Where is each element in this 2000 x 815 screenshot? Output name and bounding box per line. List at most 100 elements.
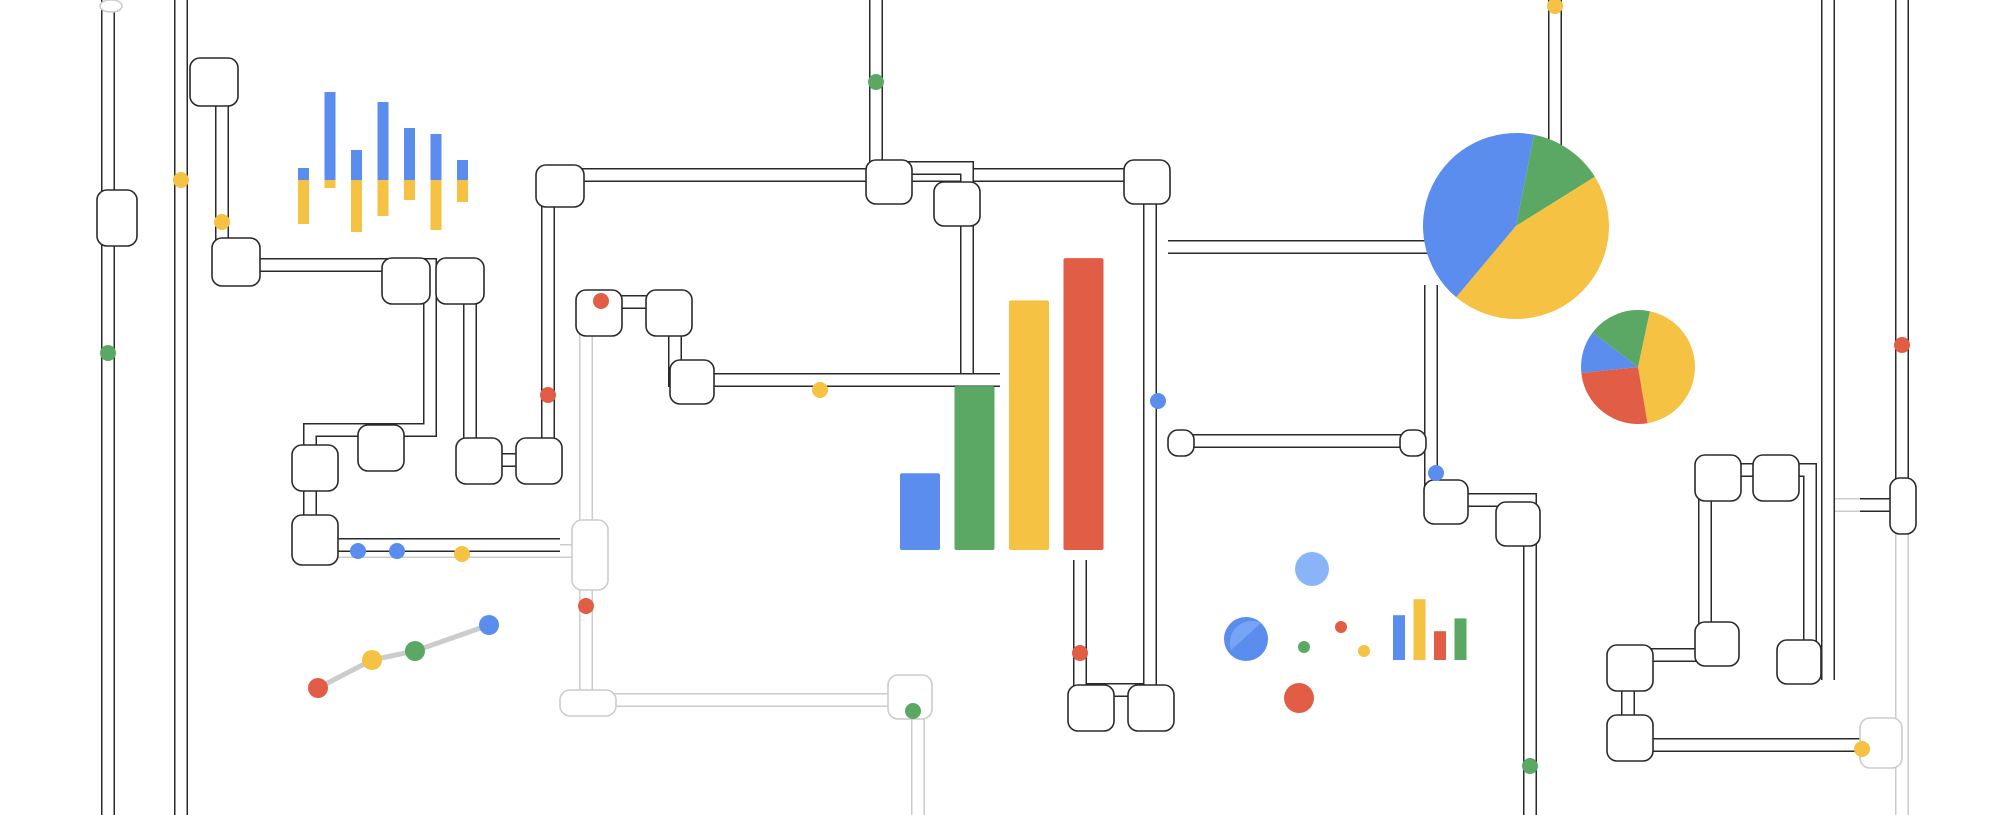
tall-bar — [1063, 258, 1104, 550]
pipe-dot — [812, 382, 828, 398]
pipe-elbow-light — [559, 689, 617, 717]
dark-pipe-core — [610, 296, 1000, 386]
pipe-elbow — [1694, 454, 1742, 502]
pipe-dot — [173, 172, 189, 188]
mini-bar-chart — [1393, 599, 1467, 660]
line-point — [479, 615, 499, 635]
pipe-elbow — [933, 181, 981, 227]
pipe-dot — [454, 546, 470, 562]
pipe-dot — [1522, 758, 1538, 774]
diverging-bar-up — [430, 134, 442, 180]
pipe-elbow — [1123, 159, 1171, 205]
line-chart — [308, 615, 499, 698]
dark-pipe-core — [1425, 285, 1536, 815]
dot-cluster — [1224, 552, 1370, 713]
pipe-dot — [1854, 741, 1870, 757]
pipe-elbow — [291, 514, 339, 566]
tall-bar — [900, 473, 940, 550]
small-pie-chart — [1581, 310, 1695, 425]
pipe-elbow — [455, 437, 503, 485]
pipe-dot — [214, 214, 230, 230]
pipe-elbow — [535, 164, 585, 208]
mini-bar — [1434, 631, 1446, 660]
light-pipe-core — [580, 302, 924, 815]
pipe-elbow — [1776, 639, 1822, 685]
pie-slice — [1581, 332, 1638, 373]
diverging-bar-down — [430, 180, 442, 230]
tall-bar — [954, 386, 995, 550]
pipe-dot — [868, 74, 884, 90]
pipe-elbow — [1127, 684, 1175, 732]
mini-bar — [1393, 615, 1405, 660]
pipe-dot — [1894, 337, 1910, 353]
pipe-dot — [578, 598, 594, 614]
pipe-elbow — [1752, 454, 1800, 502]
pipe-elbow — [865, 159, 913, 205]
pipe-elbow — [381, 257, 431, 305]
line-series — [316, 622, 490, 691]
pipe-dot — [540, 387, 556, 403]
pipe-elbow — [189, 57, 239, 107]
pipe-elbow-light — [571, 519, 609, 591]
tall-bar — [1009, 300, 1049, 550]
pipe-dot — [593, 293, 609, 309]
dark-pipe-core — [216, 105, 560, 551]
pipe-elbow — [1495, 501, 1541, 547]
dark-pipe-outline — [1424, 285, 1537, 815]
diverging-bar-up — [324, 92, 336, 180]
cluster-dot — [1358, 645, 1370, 657]
pipe-elbow — [96, 189, 138, 247]
diverging-bar-up — [377, 102, 389, 180]
pipe-fittings — [96, 0, 1917, 769]
pipe-elbow — [291, 444, 339, 492]
pipe-dot — [350, 543, 366, 559]
cluster-dot-highlight — [1229, 621, 1261, 650]
large-pie-chart — [1422, 132, 1610, 320]
pipe-elbow — [1606, 644, 1654, 692]
pipe-elbow — [357, 424, 405, 472]
line-point — [362, 650, 382, 670]
dark-pipe-outline — [215, 105, 560, 552]
pie-slice — [1592, 310, 1650, 367]
pipe-dot — [389, 543, 405, 559]
pipe-elbow — [1889, 477, 1917, 535]
pie-slice — [1638, 311, 1695, 424]
diverging-bar-up — [298, 168, 309, 180]
line-point — [308, 678, 328, 698]
diverging-bar-up — [351, 150, 362, 180]
diverging-bar-down — [404, 180, 415, 200]
cluster-dot — [1295, 552, 1329, 586]
pipe-elbow — [1167, 429, 1195, 457]
pipe-dots — [100, 0, 1910, 774]
pie-slice — [1516, 134, 1595, 226]
tall-bar-chart — [900, 258, 1104, 550]
pie-slice — [1581, 367, 1648, 425]
diverging-bar-down — [377, 180, 389, 216]
pipe-elbow — [515, 437, 563, 485]
diverging-bar-up — [457, 160, 468, 180]
mini-bar — [1413, 599, 1426, 660]
cluster-dot — [1284, 683, 1314, 713]
pipe-dot — [1072, 645, 1088, 661]
pipe-elbow — [575, 289, 623, 337]
line-point — [405, 641, 425, 661]
cluster-dot — [1335, 621, 1347, 633]
diverging-bar-up — [404, 128, 415, 180]
pipe-elbow — [1606, 714, 1654, 762]
pipe-elbow-light — [99, 0, 123, 13]
pie-slice — [1422, 132, 1535, 298]
pipe-dot — [100, 345, 116, 361]
pipe-elbow — [1067, 684, 1115, 732]
diverging-bar-down — [457, 180, 468, 202]
pipe-dot — [905, 703, 921, 719]
pipe-elbow — [669, 359, 715, 405]
pipe-dot — [1547, 0, 1563, 14]
pipe-dot — [1428, 465, 1444, 481]
pipe-elbow — [645, 289, 693, 337]
pie-slice — [1456, 176, 1610, 320]
cluster-dot — [1224, 617, 1268, 661]
diverging-bar-chart — [298, 92, 468, 232]
pipe-dot — [1150, 393, 1166, 409]
pipe-elbow — [1399, 429, 1427, 457]
